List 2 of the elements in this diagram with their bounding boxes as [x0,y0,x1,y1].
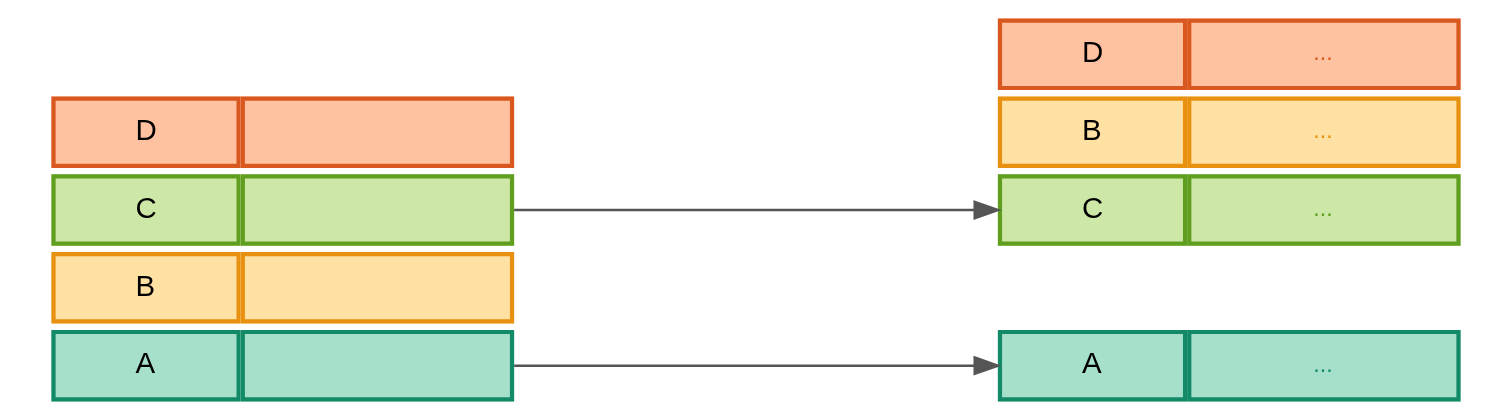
arrow [514,200,1002,220]
arrow [514,355,1002,376]
